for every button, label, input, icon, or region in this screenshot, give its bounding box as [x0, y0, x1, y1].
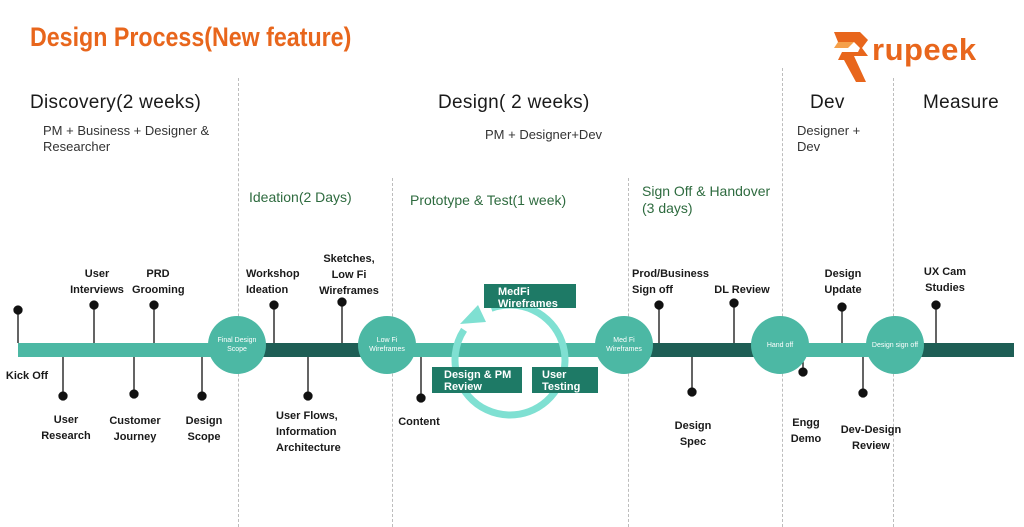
milestone-customer-journey: Customer Journey	[109, 415, 161, 443]
subphase-ideation: Ideation(2 Days)	[249, 189, 352, 205]
milestone-user-research: User Research	[41, 414, 91, 442]
milestone-design-update: Design Update	[824, 268, 862, 296]
milestone-engg-demo: Engg Demo	[790, 417, 822, 445]
milestone-workshop-ideation: Workshop Ideation	[246, 268, 300, 296]
milestone-ux-cam-studies: UX Cam Studies	[923, 266, 967, 294]
milestone-dev-design-review: Dev-Design Review	[840, 424, 902, 452]
milestone-circle-low-fi-wireframes: Low Fi Wireframes	[358, 316, 416, 374]
milestone-circle-med-fi-wireframes: Med Fi Wireframes	[595, 316, 653, 374]
milestone-design-scope: Design Scope	[185, 415, 223, 443]
milestone-user-flows: User Flows, Information Architecture	[276, 410, 341, 454]
rupeek-logo-icon	[834, 32, 868, 82]
page-title: Design Process(New feature)	[30, 22, 352, 52]
phase-divider	[238, 78, 239, 527]
loop-box-design-pm-review: Design & PM Review	[432, 367, 522, 393]
subphase-prototype: Prototype & Test(1 week)	[410, 192, 567, 208]
subphase-signoff: Sign Off & Handover (3 days)	[642, 183, 771, 216]
phase-design: Design( 2 weeks)	[438, 92, 590, 113]
milestone-circle-design-sign-off: Design sign off	[866, 316, 924, 374]
rupeek-logo: rupeek	[832, 30, 992, 85]
timeline-bar-segment	[782, 343, 893, 357]
milestone-dl-review: DL Review	[714, 284, 770, 296]
phase-dev-team: Designer + Dev	[797, 123, 861, 154]
phase-divider	[782, 68, 783, 527]
milestone-prod-business-sign-off: Prod/Business Sign off	[632, 268, 710, 296]
phase-discovery: Discovery(2 weeks)	[30, 92, 202, 113]
phase-divider	[893, 78, 894, 527]
milestone-circle-final-design-scope: Final Design Scope	[208, 316, 266, 374]
milestone-kick-off: Kick Off	[5, 370, 49, 382]
timeline-bar-segment	[628, 343, 782, 357]
phase-dev: Dev	[810, 92, 845, 113]
timeline-bar-segment	[238, 343, 392, 357]
milestone-sketches-low-fi: Sketches, Low Fi Wireframes	[319, 253, 379, 297]
milestone-user-interviews: User Interviews	[70, 268, 124, 296]
milestone-content: Content	[398, 416, 440, 428]
loop-box-medfi-wireframes: MedFi Wireframes	[484, 284, 576, 310]
timeline-bar-segment	[392, 343, 628, 357]
milestone-circle-hand-off: Hand off	[751, 316, 809, 374]
loop-box-user-testing: User Testing	[532, 367, 598, 393]
phase-discovery-team: PM + Business + Designer & Researcher	[43, 123, 210, 154]
timeline-bar-segment	[18, 343, 238, 357]
milestone-prd-grooming: PRD Grooming	[132, 268, 185, 296]
milestone-design-spec: Design Spec	[674, 420, 712, 448]
logo-text: rupeek	[872, 32, 977, 67]
phase-design-team: PM + Designer+Dev	[485, 127, 603, 142]
phase-measure: Measure	[923, 92, 1000, 113]
